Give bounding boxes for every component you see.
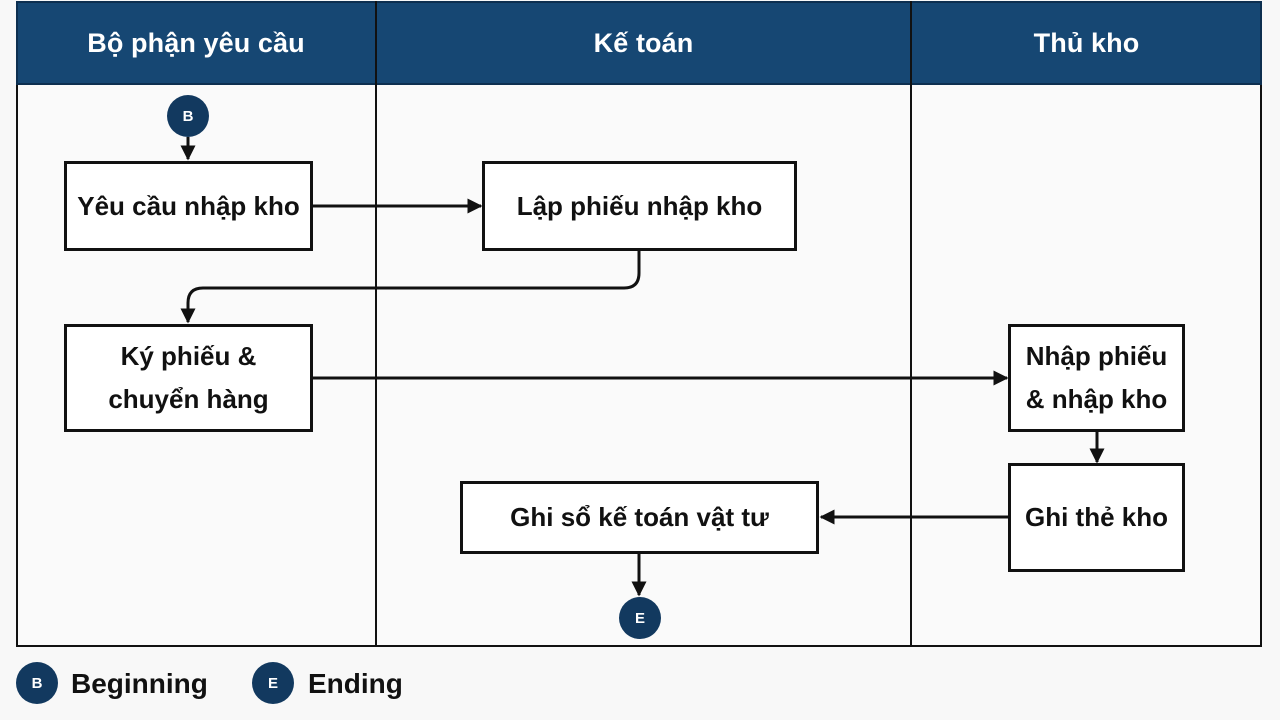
- begin-marker: B: [167, 95, 209, 137]
- step-record-stock-card: Ghi thẻ kho: [1008, 463, 1185, 572]
- swimlane-header: [16, 1, 1262, 85]
- step-sign-and-transfer: Ký phiếu & chuyển hàng: [64, 324, 313, 432]
- end-marker: E: [619, 597, 661, 639]
- step-request-stock-in: Yêu cầu nhập kho: [64, 161, 313, 251]
- legend-end-symbol: E: [252, 662, 294, 704]
- lane-title-storekeeper: Thủ kho: [1033, 27, 1140, 58]
- lane-divider: [375, 1, 377, 647]
- lane-divider: [910, 1, 912, 647]
- step-label: Lập phiếu nhập kho: [516, 190, 763, 221]
- legend-end-label: Ending: [308, 668, 403, 699]
- step-record-material-ledger: Ghi sổ kế toán vật tư: [460, 481, 819, 554]
- step-label-line2: & nhập kho: [1025, 384, 1168, 414]
- step-label-line2: chuyển hàng: [108, 384, 269, 414]
- legend-begin-symbol: B: [16, 662, 58, 704]
- step-enter-slip-and-stock: Nhập phiếu & nhập kho: [1008, 324, 1185, 432]
- step-label: Ghi sổ kế toán vật tư: [510, 502, 769, 532]
- step-label: Yêu cầu nhập kho: [77, 190, 300, 221]
- step-create-receipt-slip: Lập phiếu nhập kho: [482, 161, 797, 251]
- step-label: Ghi thẻ kho: [1025, 502, 1168, 532]
- step-label-line1: Nhập phiếu: [1025, 341, 1168, 371]
- lane-title-requesting-dept: Bộ phận yêu cầu: [87, 27, 305, 58]
- lane-title-accounting: Kế toán: [593, 27, 694, 58]
- step-label-line1: Ký phiếu &: [120, 341, 257, 371]
- legend-begin-label: Beginning: [71, 668, 208, 699]
- arrow-slip-to-sign: [180, 251, 641, 324]
